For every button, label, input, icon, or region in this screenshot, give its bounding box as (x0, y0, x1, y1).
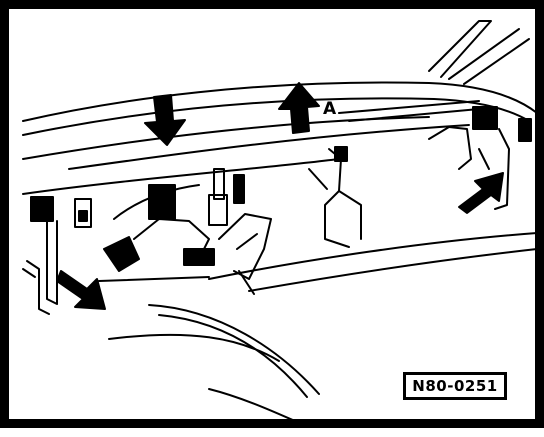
callout-label: A (323, 99, 337, 119)
left-bracket (22, 196, 92, 315)
centre-support-strut (308, 146, 362, 248)
up-arrow-icon (278, 82, 320, 134)
diagram-frame: A (0, 0, 544, 428)
dashboard-top-edge (22, 81, 538, 170)
dashboard-line-drawing (22, 20, 538, 428)
down-arrow-icon (144, 94, 186, 146)
diagonal-arrow-icon (56, 172, 504, 310)
figure-code-box: N80-0251 (403, 372, 507, 400)
right-bracket (428, 106, 532, 210)
central-bracket-assembly (103, 168, 272, 280)
windscreen-trim (428, 20, 530, 85)
figure-code: N80-0251 (412, 377, 498, 395)
dashboard-body (22, 158, 538, 295)
lower-trim-lines (108, 304, 320, 428)
